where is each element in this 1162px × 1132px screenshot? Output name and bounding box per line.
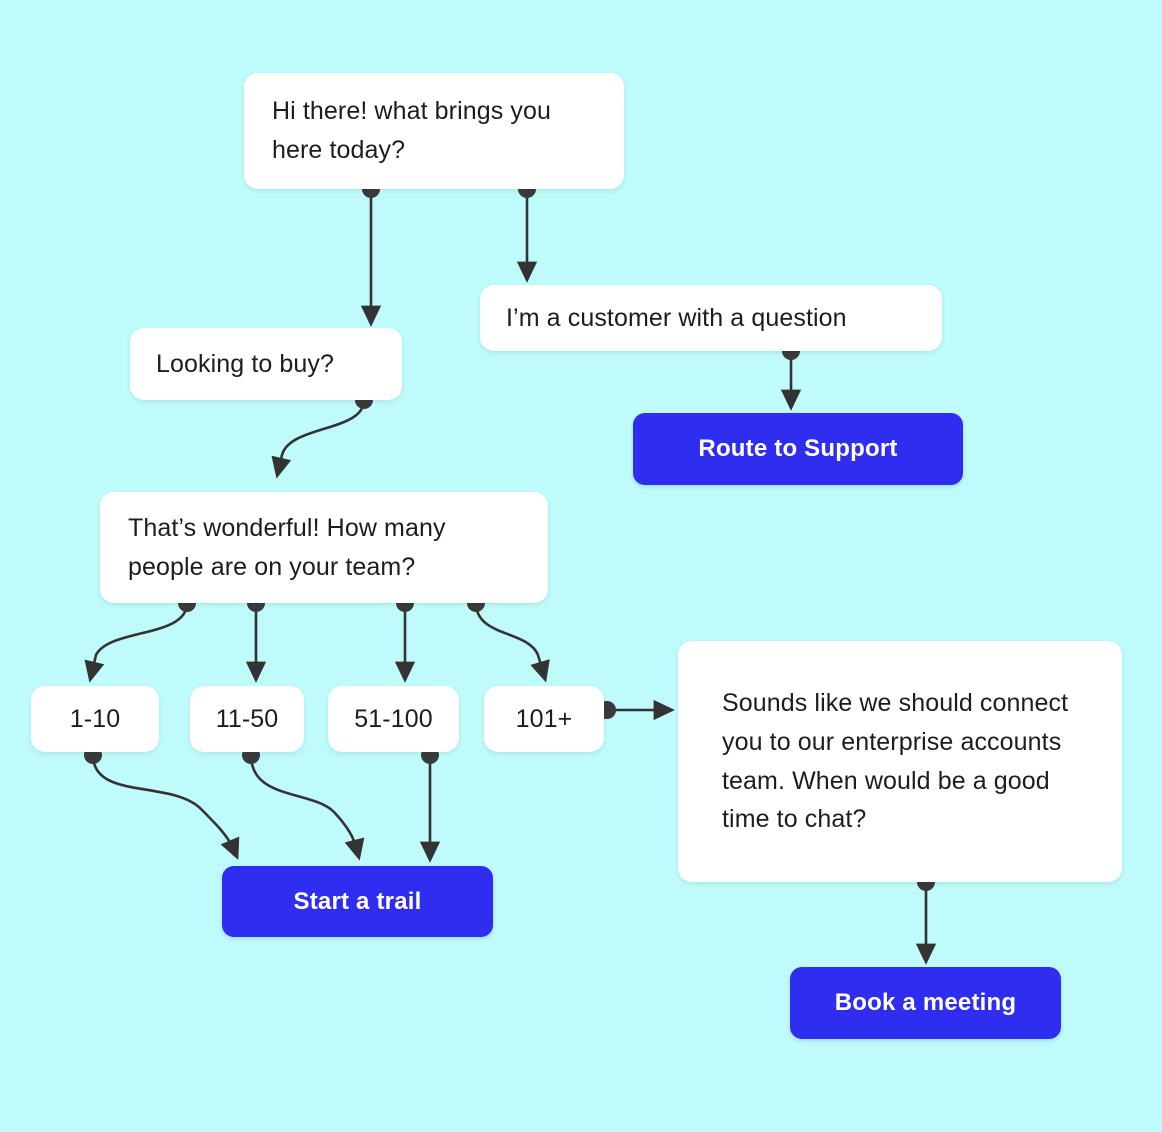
node-enterprise-message[interactable]: Sounds like we should connect you to our… xyxy=(678,641,1122,882)
cta-route-to-support[interactable]: Route to Support xyxy=(633,413,963,485)
edge-greeting-to-customer-question xyxy=(516,180,538,283)
node-team-size-question-label: That’s wonderful! How many people are on… xyxy=(128,513,446,581)
node-size-101-plus[interactable]: 101+ xyxy=(484,686,604,752)
edge-team-size-question-to-size-11-50 xyxy=(245,594,267,683)
node-greeting[interactable]: Hi there! what brings you here today? xyxy=(244,73,624,189)
cta-start-a-trail-label: Start a trail xyxy=(293,887,422,915)
node-looking-to-buy[interactable]: Looking to buy? xyxy=(130,328,402,400)
node-customer-question-label: I’m a customer with a question xyxy=(506,303,847,332)
node-greeting-label: Hi there! what brings you here today? xyxy=(272,97,552,164)
node-team-size-question[interactable]: That’s wonderful! How many people are on… xyxy=(100,492,548,603)
node-size-51-100[interactable]: 51-100 xyxy=(328,686,459,752)
node-size-11-50-label: 11-50 xyxy=(215,704,279,733)
edge-looking-to-buy-to-team-size-question xyxy=(271,391,373,479)
node-size-1-10[interactable]: 1-10 xyxy=(31,686,159,752)
cta-book-a-meeting[interactable]: Book a meeting xyxy=(790,967,1061,1039)
edge-size-101-plus-to-enterprise-message xyxy=(598,699,675,721)
node-size-51-100-label: 51-100 xyxy=(354,704,433,733)
node-size-101-plus-label: 101+ xyxy=(515,704,573,733)
node-looking-to-buy-label: Looking to buy? xyxy=(156,349,335,378)
cta-route-to-support-label: Route to Support xyxy=(698,435,898,462)
edge-team-size-question-to-size-101-plus xyxy=(467,594,550,683)
cta-start-a-trail[interactable]: Start a trail xyxy=(222,866,493,937)
edge-team-size-question-to-size-51-100 xyxy=(394,594,416,683)
node-size-11-50[interactable]: 11-50 xyxy=(190,686,304,752)
cta-book-a-meeting-label: Book a meeting xyxy=(834,989,1017,1016)
edge-greeting-to-looking-to-buy xyxy=(360,180,382,327)
edge-size-1-10-to-start-a-trail xyxy=(84,746,240,861)
edge-size-11-50-to-start-a-trail xyxy=(242,746,365,861)
node-customer-question[interactable]: I’m a customer with a question xyxy=(480,285,942,351)
node-size-1-10-label: 1-10 xyxy=(69,704,121,733)
edge-enterprise-message-to-book-a-meeting xyxy=(915,873,937,965)
node-enterprise-message-label: Sounds like we should connect you to our… xyxy=(722,689,1069,834)
edge-team-size-question-to-size-1-10 xyxy=(84,594,196,683)
edge-size-51-100-to-start-a-trail xyxy=(419,746,441,863)
